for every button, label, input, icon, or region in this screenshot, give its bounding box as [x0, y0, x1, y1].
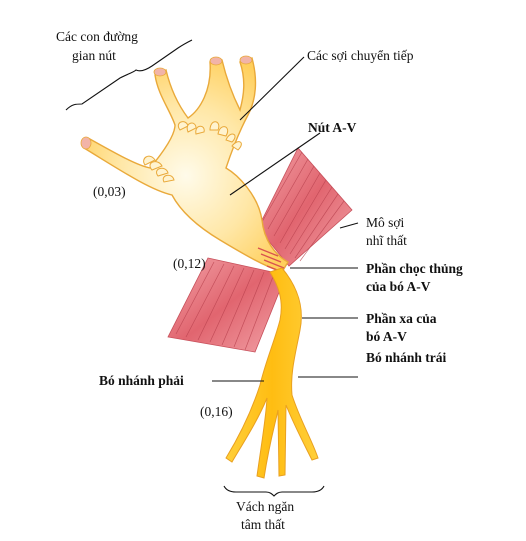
label-internodal-line2: gian nút: [72, 48, 116, 63]
label-tissue-line1: Mô sợi: [366, 215, 405, 230]
label-av-node: Nút A-V: [308, 120, 357, 135]
label-left-bundle: Bó nhánh trái: [366, 350, 447, 365]
leader-tissue: [339, 222, 359, 229]
lower-muscle-band: [167, 257, 287, 353]
bundle-branches: [225, 267, 319, 479]
transitional-fibers: [143, 121, 242, 183]
leader-transitional-fibers: [239, 56, 305, 121]
label-transitional-fibers: Các sợi chuyển tiếp: [307, 48, 414, 63]
label-penetrating-line1: Phần chọc thủng: [366, 261, 463, 276]
label-penetrating-line2: của bó A-V: [366, 279, 431, 294]
label-timing-2: (0,12): [173, 256, 206, 271]
septum-bracket: [223, 485, 325, 497]
internodal-bracket: [65, 39, 193, 111]
label-right-bundle: Bó nhánh phải: [99, 373, 184, 388]
label-timing-3: (0,16): [200, 404, 233, 419]
label-septum-line1: Vách ngăn: [236, 499, 294, 514]
av-node: [80, 55, 289, 273]
label-septum-line2: tâm thất: [241, 517, 285, 532]
label-internodal-line1: Các con đường: [56, 29, 138, 44]
label-timing-1: (0,03): [93, 184, 126, 199]
leader-av-node: [229, 132, 321, 196]
upper-muscle-band: [257, 147, 353, 267]
label-distal-line1: Phần xa của: [366, 311, 437, 326]
label-distal-line2: bó A-V: [366, 329, 407, 344]
label-tissue-line2: nhĩ thất: [366, 233, 407, 248]
